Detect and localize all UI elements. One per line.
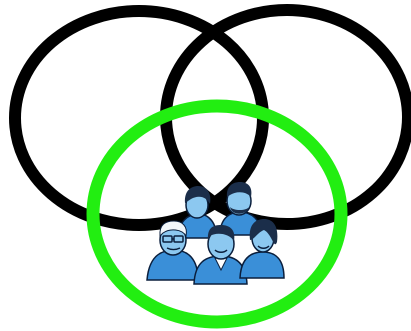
bottom-circle [93, 106, 341, 322]
top-left-circle [15, 11, 263, 225]
